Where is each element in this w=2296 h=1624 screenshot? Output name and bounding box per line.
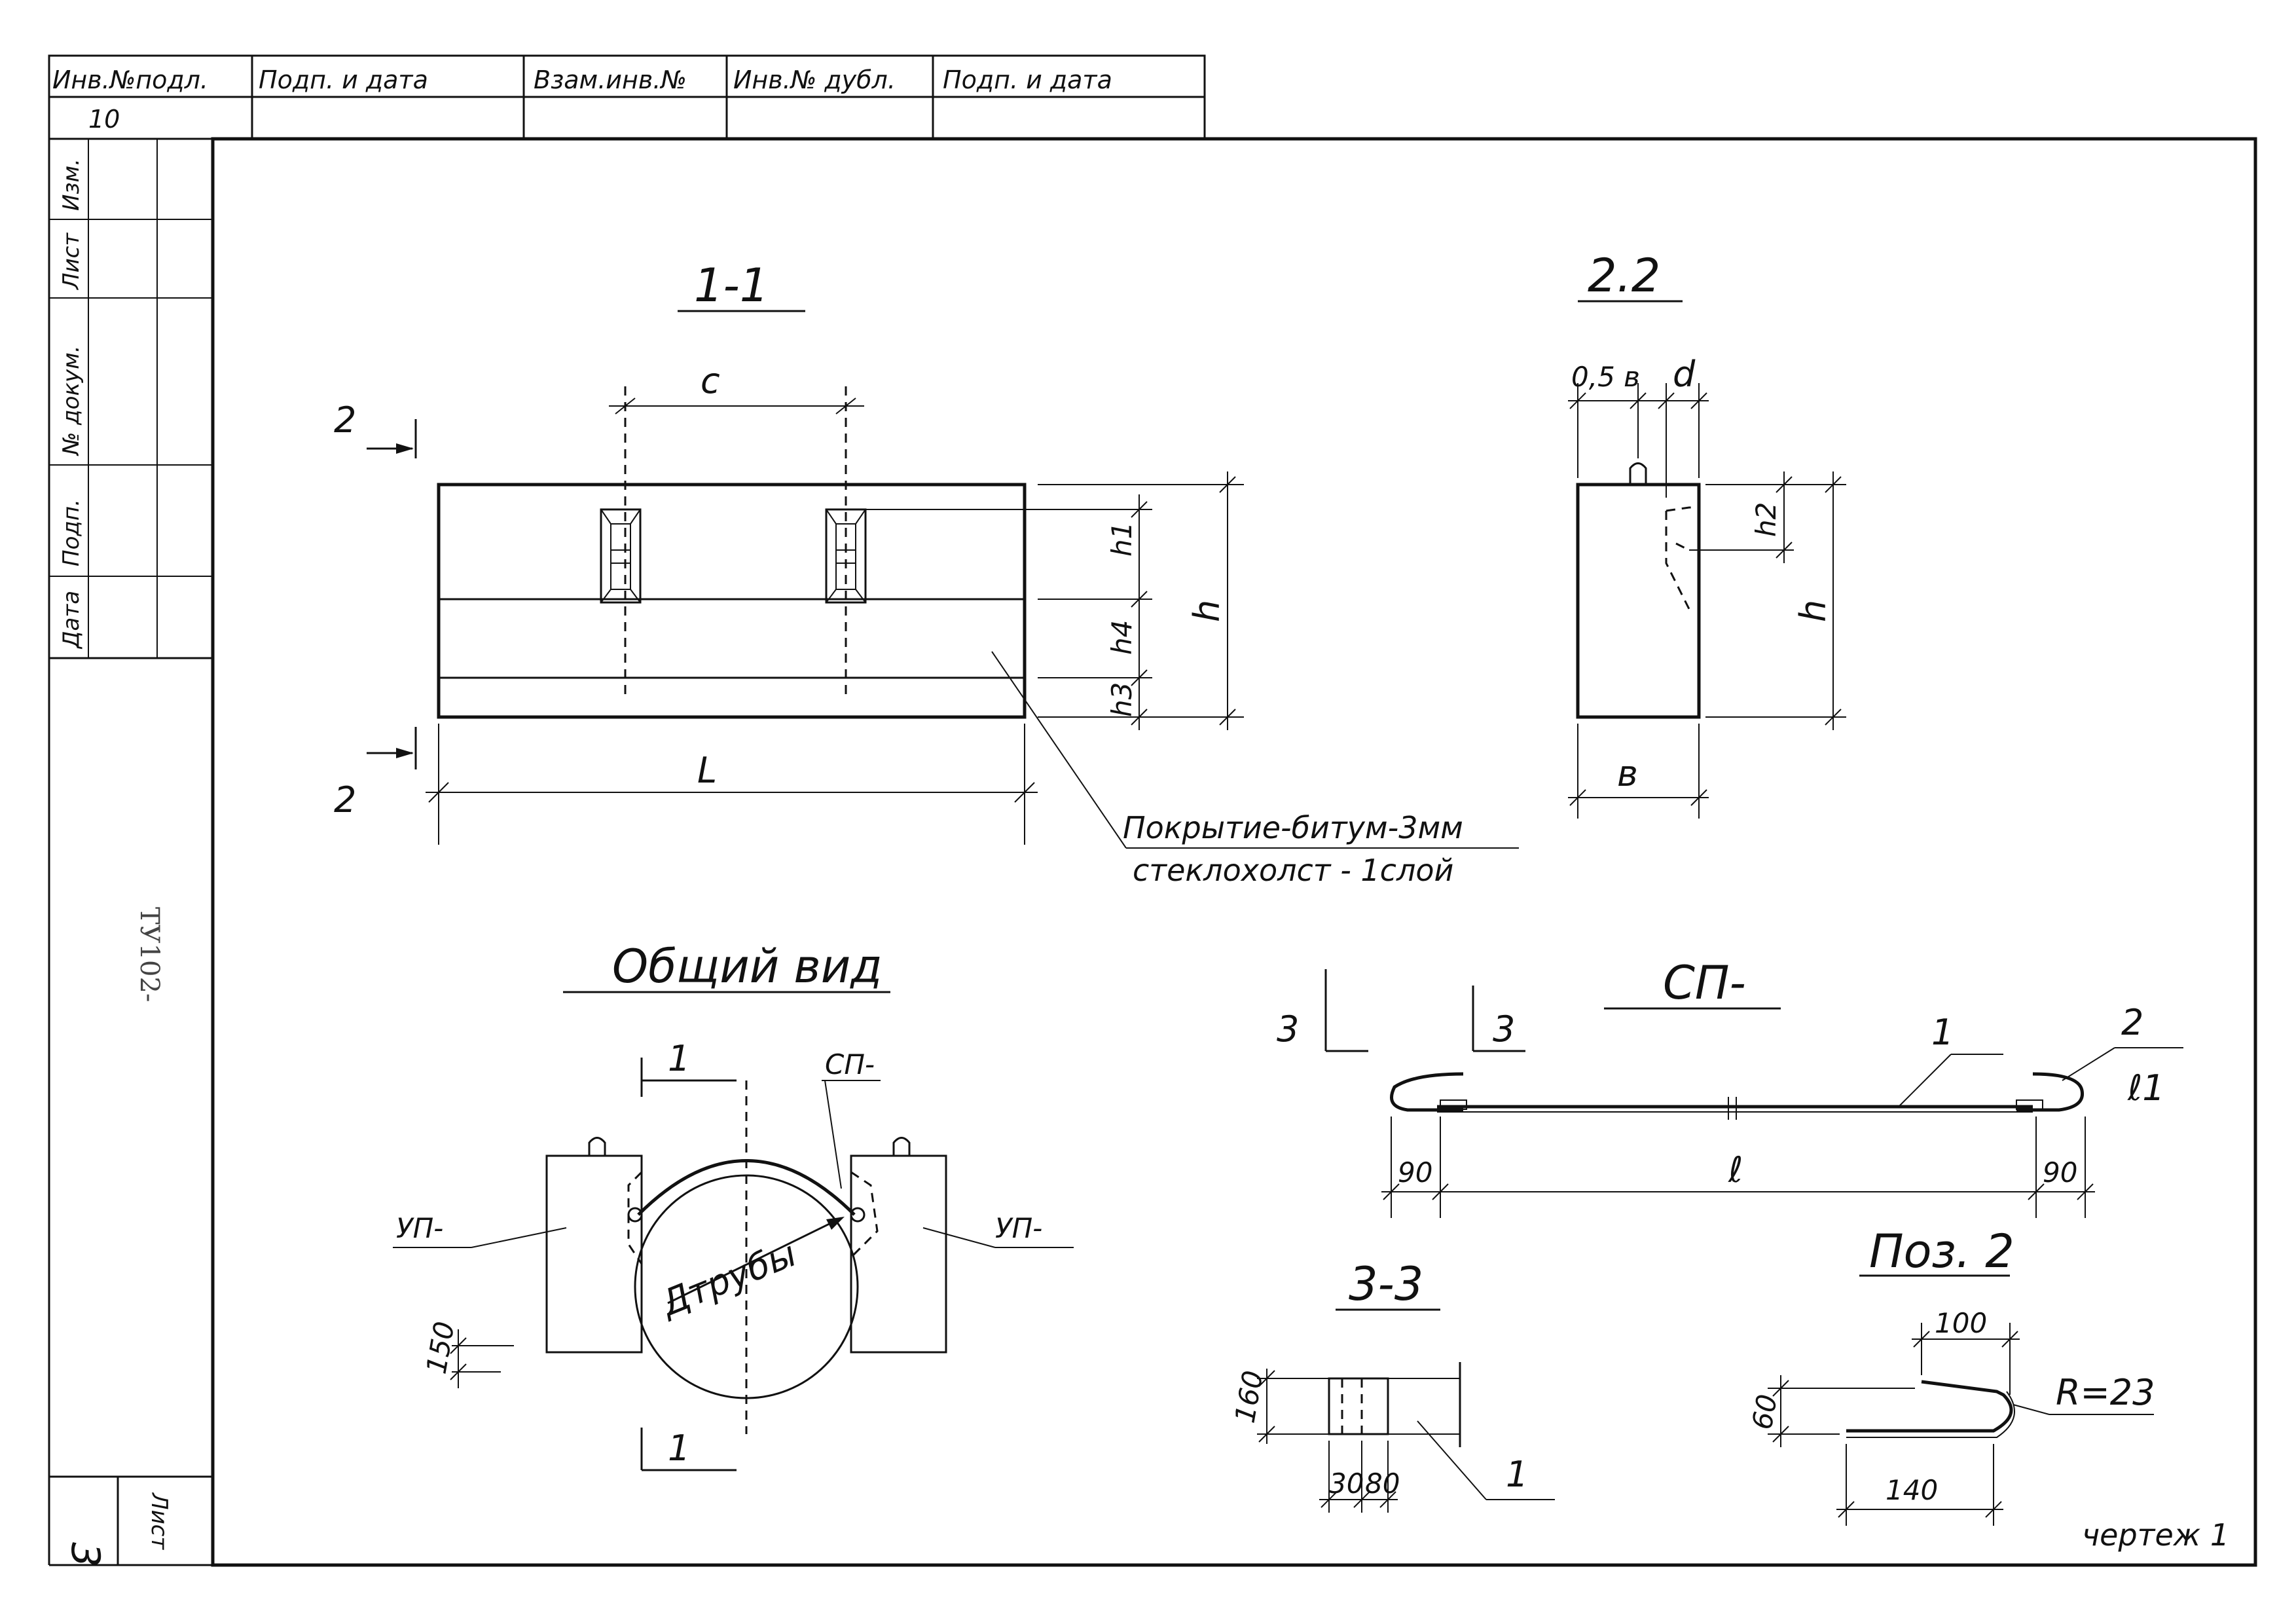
header-podp-i-data: Подп. и дата — [259, 65, 428, 94]
dim-d: d — [1673, 354, 1696, 395]
dim-b: в — [1617, 753, 1638, 794]
side-no-dokum: № докум. — [58, 345, 84, 456]
sp-dim-90-left: 90 — [1398, 1156, 1432, 1189]
support-block-left — [545, 1154, 643, 1354]
sheet-number: 3 — [62, 1542, 108, 1567]
general-view: Общий вид Дтрубы 1 1 СП- УП- УП- — [393, 940, 1074, 1471]
section-3-3-pos-1: 1 — [1506, 1454, 1528, 1495]
pos2-hook — [1846, 1380, 2013, 1433]
drawing-label: чертеж 1 — [2082, 1517, 2229, 1553]
sp-view: СП- 3 3 1 2 ℓ1 90 ℓ — [1277, 956, 2183, 1218]
dim-h: h — [1186, 600, 1228, 622]
side-izm: Изм. — [58, 158, 84, 211]
section-1-1-title: 1-1 — [694, 259, 769, 312]
cut-mark-3-left: 3 — [1277, 1008, 1299, 1050]
cut-mark-2-top: 2 — [334, 399, 356, 441]
up-label-right: УП- — [995, 1212, 1042, 1244]
dim-h-side: h — [1793, 600, 1834, 622]
cut-mark-1-top: 1 — [668, 1038, 690, 1079]
header-podp-i-data-2: Подп. и дата — [943, 65, 1112, 94]
dim-0-5b: 0,5 в — [1571, 361, 1640, 393]
header-inv-value: 10 — [88, 105, 120, 134]
header-inv-no-dubl: Инв.№ дубл. — [733, 65, 896, 94]
coating-note-line-2: стеклохолст - 1слой — [1133, 853, 1453, 888]
dim-140: 140 — [1886, 1474, 1938, 1506]
lifting-loop-right — [825, 508, 867, 604]
dim-h2: h2 — [1750, 502, 1782, 537]
doc-code-stamp: ТУ102- — [134, 907, 164, 1002]
cut-mark-1-bottom: 1 — [668, 1428, 690, 1469]
dim-h1: h1 — [1106, 522, 1138, 557]
dim-L: L — [697, 750, 717, 791]
general-view-title: Общий вид — [612, 940, 883, 993]
sp-hook-left — [1390, 1072, 1464, 1112]
header-inv-no-podl: Инв.№подл. — [52, 65, 208, 94]
side-podp: Подп. — [58, 499, 84, 566]
header-vzam-inv-no: Взам.инв.№ — [534, 65, 687, 94]
side-list: Лист — [58, 232, 84, 291]
side-data: Дата — [58, 591, 84, 650]
support-block-front — [437, 483, 1027, 719]
sheet-label: Лист — [146, 1492, 172, 1550]
lifting-loop-left — [600, 508, 642, 604]
dim-60: 60 — [1746, 1392, 1784, 1432]
sp-view-title: СП- — [1663, 956, 1746, 1010]
dim-100: 100 — [1935, 1307, 1987, 1339]
dim-150: 150 — [420, 1319, 461, 1376]
cut-mark-3-right: 3 — [1493, 1008, 1515, 1050]
section-2-2-title: 2.2 — [1588, 249, 1660, 303]
drawing-frame — [48, 54, 2257, 1567]
section-3-3-profile — [1328, 1377, 1389, 1435]
pipe-diameter-label: Дтрубы — [654, 1233, 802, 1325]
sp-dim-90-right: 90 — [2043, 1156, 2077, 1189]
coating-note-line-1: Покрытие-битум-3мм — [1123, 810, 1463, 845]
sp-hook-right — [2016, 1072, 2085, 1112]
dim-h4: h4 — [1106, 620, 1138, 655]
dim-30: 30 — [1329, 1467, 1364, 1500]
cut-mark-2-bottom: 2 — [334, 779, 356, 821]
pos2-title: Поз. 2 — [1869, 1225, 2014, 1278]
up-label-left: УП- — [396, 1212, 443, 1244]
section-3-3-title: 3-3 — [1349, 1257, 1423, 1311]
section-2-2: 2.2 0,5 в d h2 h в — [1568, 249, 1846, 819]
sp-dim-l1: ℓ1 — [2127, 1067, 2165, 1109]
support-block-side — [1576, 483, 1701, 719]
radius-label: R=23 — [2056, 1372, 2155, 1413]
dim-c: c — [701, 360, 720, 401]
pos2-view: Поз. 2 100 60 140 R=23 — [1746, 1225, 2155, 1526]
dim-80: 80 — [1365, 1467, 1400, 1500]
sp-label: СП- — [825, 1048, 875, 1080]
sp-pos-2: 2 — [2121, 1002, 2143, 1043]
section-1-1: 1-1 c L — [334, 259, 1519, 888]
sp-pos-1: 1 — [1931, 1012, 1954, 1053]
support-block-right — [850, 1154, 947, 1354]
dim-h3: h3 — [1106, 682, 1138, 717]
dim-160: 160 — [1229, 1368, 1269, 1425]
section-3-3: 3-3 160 30 80 1 — [1229, 1257, 1555, 1513]
sp-dim-l: ℓ — [1728, 1149, 1743, 1190]
